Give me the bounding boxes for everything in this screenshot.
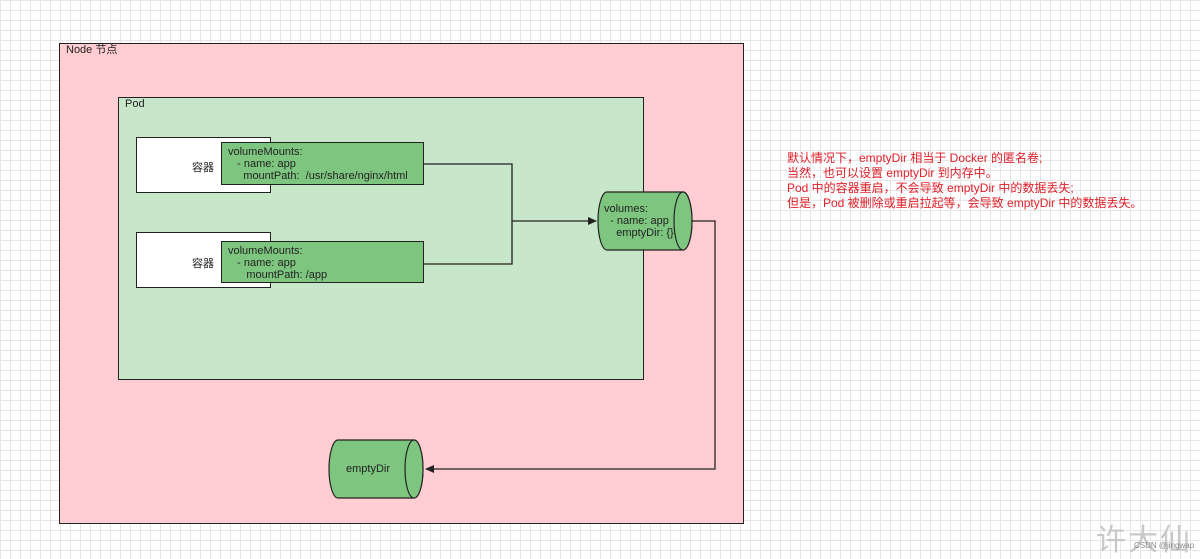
annotation-line-4: 但是，Pod 被删除或重启拉起等，会导致 emptyDir 中的数据丢失。 [787,196,1143,210]
volume-mounts-box-1: volumeMounts: - name: app mountPath: /us… [221,142,424,185]
node-title: Node 节点 [66,44,118,56]
annotation-line-1: 默认情况下，emptyDir 相当于 Docker 的匿名卷; [787,151,1043,165]
watermark-main: 许大仙 [1096,523,1192,558]
volume-mounts-box-2: volumeMounts: - name: app mountPath: /ap… [221,241,424,283]
annotation-line-3: Pod 中的容器重启，不会导致 emptyDir 中的数据丢失; [787,181,1074,195]
annotation-note: 默认情况下，emptyDir 相当于 Docker 的匿名卷; 当然，也可以设置… [787,151,1142,211]
pod-volumes-text: volumes: - name: app emptyDir: {} [604,203,674,239]
emptydir-label: emptyDir [346,463,391,475]
pod-title: Pod [125,98,145,110]
container-label-2: 容器 [192,258,214,270]
annotation-line-2: 当然，也可以设置 emptyDir 到内存中。 [787,166,998,180]
watermark-sub: CSDN @jingwap [1134,541,1195,550]
container-label-1: 容器 [192,162,214,174]
